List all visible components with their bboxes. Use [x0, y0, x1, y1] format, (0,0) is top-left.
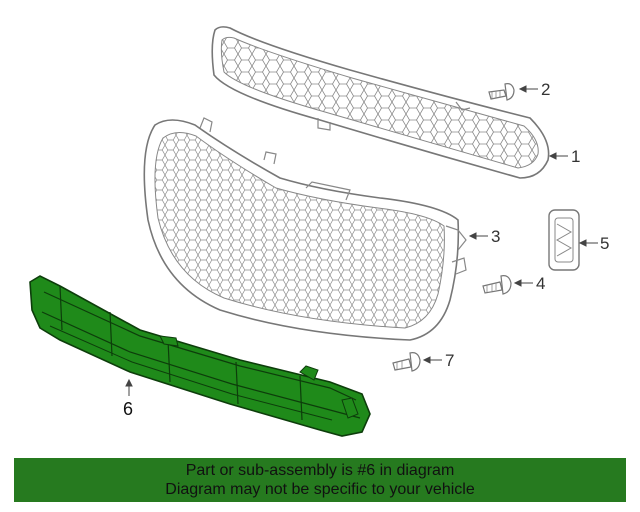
fastener-part-4 — [482, 275, 512, 295]
lower-grille-bracket-part-6 — [29, 275, 371, 437]
callout-5: 5 — [600, 234, 609, 253]
upper-grille-part-1 — [211, 26, 550, 179]
fastener-part-7 — [392, 352, 421, 372]
banner-line-1: Part or sub-assembly is #6 in diagram — [185, 462, 455, 479]
parts-diagram: 1 2 3 4 5 6 7 — [29, 26, 609, 437]
insert-part-5 — [548, 209, 580, 271]
callout-2: 2 — [541, 80, 550, 99]
banner-line-2: Diagram may not be specific to your vehi… — [165, 481, 475, 498]
callout-6: 6 — [123, 399, 133, 419]
callout-1: 1 — [571, 147, 580, 166]
leader-lines — [125, 85, 598, 396]
main-grille-part-3 — [143, 117, 467, 341]
callout-7: 7 — [445, 351, 454, 370]
callout-3: 3 — [491, 227, 500, 246]
fastener-part-2 — [488, 83, 515, 101]
callout-4: 4 — [536, 274, 545, 293]
info-banner: Part or sub-assembly is #6 in diagram Di… — [14, 458, 626, 502]
